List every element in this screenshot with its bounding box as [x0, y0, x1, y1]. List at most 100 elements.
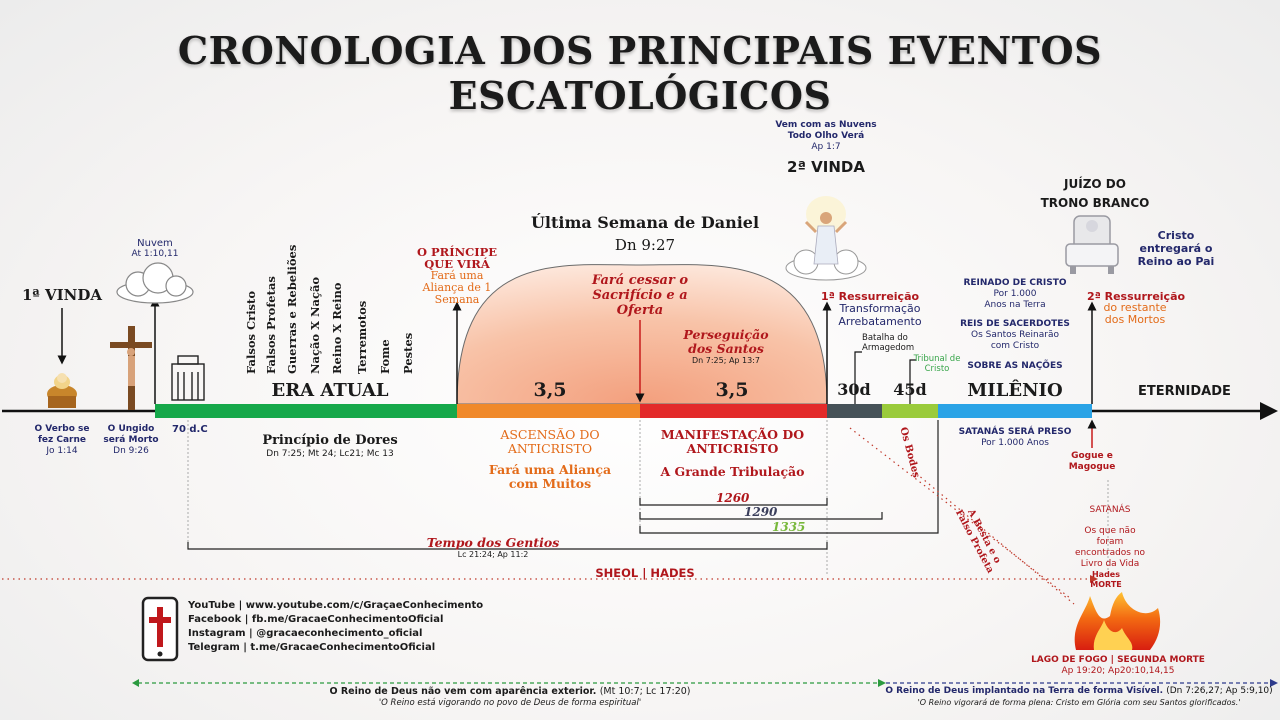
gentiles-label: Tempo dos Gentios	[426, 535, 560, 550]
sign-5: Terremotos	[355, 300, 369, 374]
half1-label: 3,5	[533, 379, 567, 401]
daniel-week-title: Última Semana de Daniel	[530, 213, 760, 232]
segment-current-age	[155, 404, 457, 418]
persecution-refs: Dn 7:25; Ap 13:7	[691, 356, 761, 365]
social-instagram-label: Instagram	[188, 628, 246, 639]
social-telegram[interactable]: Telegram | t.me/GracaeConhecimentoOficia…	[188, 642, 436, 653]
days-1290: 1290	[744, 505, 778, 519]
ascension-label: ASCENSÃO DO ANTICRISTO	[500, 427, 600, 456]
priests-sub: Os Santos Reinarão com Cristo	[971, 330, 1059, 351]
sign-0: Falsos Cristo	[244, 290, 258, 374]
footer-left-refs: (Mt 10:7; Lc 17:20)	[599, 686, 691, 697]
d30-label: 30d	[837, 380, 871, 399]
tribulation-label: A Grande Tribulação	[660, 464, 805, 479]
prince-text: Fará uma Aliança de 1 Semana	[422, 269, 492, 306]
white-throne-icon	[1065, 215, 1119, 274]
social-facebook-label: Facebook	[188, 614, 242, 625]
half2-label: 3,5	[715, 379, 749, 401]
jesus-on-cloud-icon	[785, 196, 867, 281]
social-facebook-value: fb.me/GracaeConhecimentoOficial	[251, 614, 444, 625]
manger-icon	[47, 373, 77, 408]
tribunal-label: Tribunal de Cristo	[913, 354, 961, 374]
lake-of-fire-refs: Ap 19:20; Ap20:10,14,15	[1061, 666, 1175, 676]
sign-4: Reino X Reino	[330, 282, 344, 374]
persecution-label: Perseguição dos Santos	[683, 327, 769, 356]
first-coming-label: 1ª VINDA	[22, 286, 102, 304]
second-coming-top1: Vem com as Nuvens	[775, 120, 877, 130]
segment-ascension	[457, 404, 640, 418]
first-resurrection: 1ª Ressurreição	[820, 290, 920, 303]
sign-2: Guerras e Rebeliões	[285, 244, 299, 374]
bracket-gentiles	[187, 542, 828, 550]
not-found-label: Os que não foram encontrados no Livro da…	[1074, 526, 1146, 569]
segment-millennium	[938, 404, 1092, 418]
footer-right-text: O Reino de Deus implantado na Terra de f…	[885, 686, 1164, 696]
cloud-ref: At 1:10,11	[131, 249, 179, 259]
second-coming-top2: Todo Olho Verá	[787, 131, 865, 141]
days-1335: 1335	[772, 520, 806, 534]
transformation: Transformação	[839, 302, 921, 315]
social-facebook[interactable]: Facebook | fb.me/GracaeConhecimentoOfici…	[188, 614, 444, 625]
over-nations: SOBRE AS NAÇÕES	[967, 361, 1063, 371]
segment-30-days	[827, 404, 882, 418]
daniel-week-dome	[456, 264, 828, 405]
social-youtube[interactable]: YouTube | www.youtube.com/c/GraçaeConhec…	[188, 600, 484, 611]
second-resurrection: 2ª Ressurreição	[1086, 290, 1186, 303]
verb-ref: Jo 1:14	[46, 446, 78, 456]
second-coming-ref: Ap 1:7	[811, 142, 841, 152]
sorrows-label: Princípio de Dores	[262, 433, 398, 448]
sign-3: Nação X Nação	[308, 276, 322, 374]
manifestation-label: MANIFESTAÇÃO DO ANTICRISTO	[660, 427, 805, 456]
footer-right-refs: (Dn 7:26,27; Ap 5:9,10)	[1166, 686, 1273, 696]
segment-45-days	[882, 404, 938, 418]
gog-magog: Gogue e Magogue	[1068, 451, 1116, 472]
temple-icon	[171, 355, 205, 401]
sign-1: Falsos Profetas	[264, 276, 278, 374]
social-instagram-value: @gracaeconhecimento_oficial	[256, 628, 423, 639]
footer-left-main: O Reino de Deus não vem com aparência ex…	[170, 686, 850, 697]
second-resurrection-sub: do restante dos Mortos	[1103, 301, 1167, 326]
social-telegram-label: Telegram	[188, 642, 240, 653]
reign-title: REINADO DE CRISTO	[963, 278, 1067, 288]
year-70: 70 d.C	[172, 424, 208, 435]
footer-right-main: O Reino de Deus implantado na Terra de f…	[880, 686, 1278, 696]
social-links: YouTube | www.youtube.com/c/GraçaeConhec…	[188, 599, 508, 655]
current-age-label: ERA ATUAL	[271, 380, 389, 401]
footer-right-sub: 'O Reino vigorará de forma plena: Cristo…	[917, 698, 1241, 707]
bracket-1260	[639, 498, 828, 506]
covenant-label: Fará uma Aliança com Muitos	[488, 462, 612, 491]
sheol-label: SHEOL | HADES	[595, 566, 695, 580]
anointed-ref: Dn 9:26	[113, 446, 149, 456]
days-1260: 1260	[716, 491, 750, 505]
sign-7: Pestes	[401, 332, 415, 374]
satan-bound: SATANÁS SERÁ PRESO	[958, 427, 1072, 437]
cloud-label: Nuvem	[137, 238, 173, 249]
bible-phone-icon	[141, 596, 179, 662]
daniel-week-ref: Dn 9:27	[614, 236, 676, 254]
gentiles-refs: Lc 21:24; Ap 11:2	[457, 550, 529, 559]
bracket-1290	[639, 512, 883, 520]
millennium-label: MILÊNIO	[967, 380, 1063, 401]
social-instagram[interactable]: Instagram | @gracaeconhecimento_oficial	[188, 628, 423, 639]
armagedom-label: Batalha do Armagedom	[862, 333, 915, 353]
cease-sacrifice: Fará cessar o Sacrifício e a Oferta	[591, 273, 689, 318]
social-youtube-label: YouTube	[188, 600, 236, 611]
segment-tribulation	[640, 404, 827, 418]
bracket-1335	[639, 420, 939, 534]
prince-title: O PRÍNCIPE QUE VIRÁ	[416, 245, 498, 271]
d45-label: 45d	[893, 380, 927, 399]
crucifix-icon	[110, 326, 152, 410]
sorrows-refs: Dn 7:25; Mt 24; Lc21; Mc 13	[266, 449, 394, 459]
second-coming-label: 2ª VINDA	[787, 158, 865, 176]
page-title: CRONOLOGIA DOS PRINCIPAIS EVENTOS ESCATO…	[177, 28, 1103, 118]
lake-of-fire-label: LAGO DE FOGO | SEGUNDA MORTE	[1031, 655, 1205, 665]
lake-of-fire-icon	[1074, 592, 1161, 650]
satan-bound-sub: Por 1.000 Anos	[981, 438, 1049, 448]
hades-label: Hades	[1091, 570, 1120, 579]
eternity-label: ETERNIDADE	[1138, 384, 1231, 399]
social-telegram-value: t.me/GracaeConhecimentoOficial	[250, 642, 436, 653]
sign-6: Fome	[378, 339, 392, 374]
christ-delivers: Cristo entregará o Reino ao Pai	[1137, 229, 1215, 268]
social-youtube-value: www.youtube.com/c/GraçaeConhecimento	[245, 600, 484, 611]
